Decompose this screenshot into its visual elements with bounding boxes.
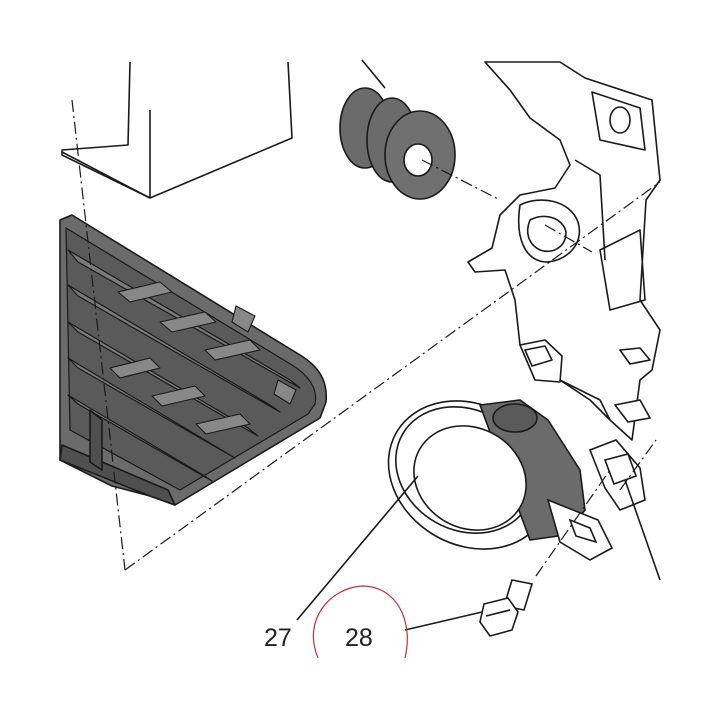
housing-box-part <box>61 61 293 199</box>
mounting-bracket-part <box>467 61 661 441</box>
highlight-circle <box>312 585 408 659</box>
horn-part <box>387 399 646 561</box>
leader-lines <box>296 475 661 631</box>
callout-27: 27 <box>264 624 292 652</box>
bolt-part <box>479 579 534 637</box>
grommet-part <box>339 59 456 200</box>
callout-28: 28 <box>345 624 373 652</box>
grille-part <box>59 214 327 506</box>
